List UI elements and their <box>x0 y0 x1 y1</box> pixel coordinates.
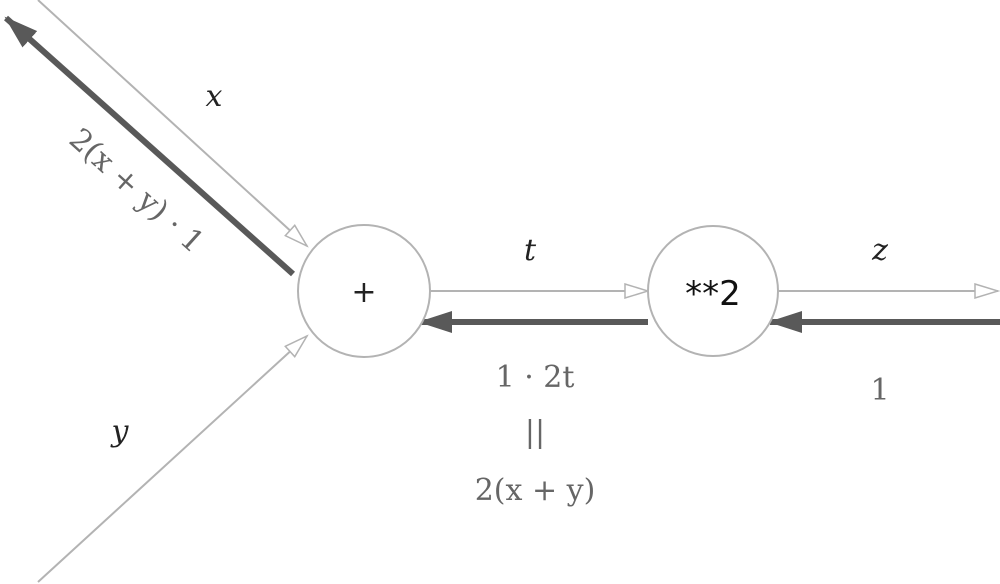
label-t-grad-3: 2(x + y) <box>475 473 596 508</box>
label-x-grad: 2(x + y) · 1 <box>62 122 210 261</box>
label-t-grad-1: 1 · 2t <box>496 360 575 395</box>
label-x: x <box>206 79 223 114</box>
edge-x-backward <box>4 15 295 277</box>
add-node-label: + <box>351 275 376 310</box>
add-node: + <box>297 224 431 358</box>
label-output-grad: 1 <box>870 373 889 408</box>
square-node-label: **2 <box>685 274 741 314</box>
edge-y-forward <box>37 336 307 583</box>
edge-x-forward <box>37 0 307 246</box>
square-node: **2 <box>647 225 779 357</box>
label-t-grad-2: || <box>525 415 545 450</box>
label-t: t <box>524 233 537 268</box>
label-y: y <box>110 414 130 449</box>
label-z: z <box>871 233 888 268</box>
